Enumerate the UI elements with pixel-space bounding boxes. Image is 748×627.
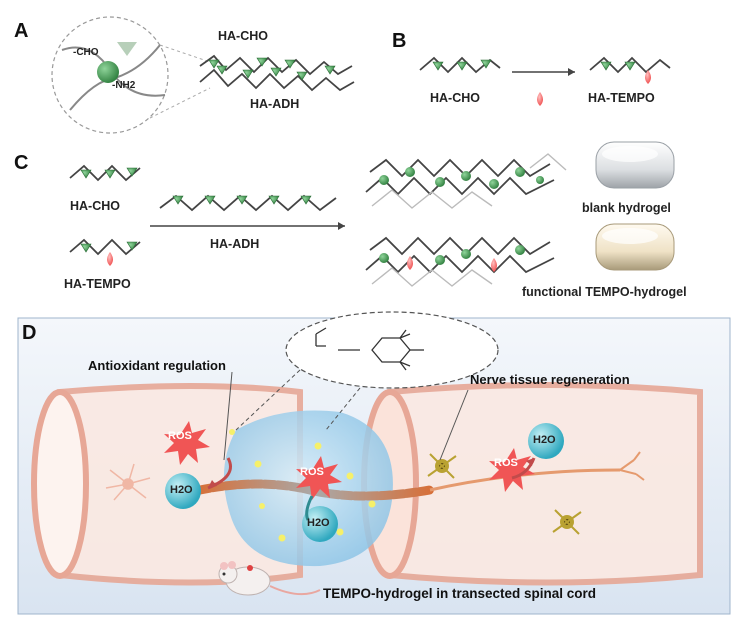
tempo-molecule xyxy=(315,327,424,371)
panel-label-b: B xyxy=(392,30,407,52)
neuron-right-2 xyxy=(552,509,582,535)
antioxidant-regulation-label: Antioxidant regulation xyxy=(88,358,226,373)
panel-label-d: D xyxy=(22,322,37,344)
ros-star-center xyxy=(296,456,342,500)
ros-star-right xyxy=(489,448,535,492)
ros-star-left xyxy=(164,421,210,465)
tempo-hydrogel-label: functional TEMPO-hydrogel xyxy=(522,285,687,299)
mouse-illustration xyxy=(218,561,321,596)
panel-label-c: C xyxy=(14,152,29,174)
schematic-abc: -CHO -NH2 HA-CHO HA-ADH HA-CHO HA-TEMPO … xyxy=(51,16,687,299)
tempo-structure-callout xyxy=(285,311,499,389)
h2o-label-center: H2O xyxy=(307,517,330,529)
panel-label-a: A xyxy=(14,20,29,42)
ros-label-center: ROS xyxy=(300,466,324,478)
ros-label-right: ROS xyxy=(494,457,518,469)
ros-label-left: ROS xyxy=(168,430,192,442)
neuron-left xyxy=(105,463,151,501)
ha-adh-label-a: HA-ADH xyxy=(250,97,299,111)
ha-cho-label-b: HA-CHO xyxy=(430,91,480,105)
cord-end-right xyxy=(361,389,419,579)
tempo-drop xyxy=(537,92,543,106)
zoom-circle xyxy=(51,16,169,134)
ha-cho-label-c: HA-CHO xyxy=(70,199,120,213)
ha-cho-label-a: HA-CHO xyxy=(218,29,268,43)
nerve-regeneration-label: Nerve tissue regeneration xyxy=(470,372,630,387)
ha-adh-label-c: HA-ADH xyxy=(210,237,259,251)
caption-tempo-hydrogel: TEMPO-hydrogel in transected spinal cord xyxy=(323,586,597,601)
hydrogel-blob xyxy=(223,410,393,567)
cord-end-left xyxy=(31,389,89,579)
aldehyde-label: -CHO xyxy=(73,47,99,58)
ha-tempo-label-c: HA-TEMPO xyxy=(64,277,131,291)
hydrazide-bead xyxy=(97,61,119,83)
aldehyde-bead xyxy=(117,42,137,56)
amine-label: -NH2 xyxy=(112,80,136,91)
neuron-right-1 xyxy=(427,453,457,479)
h2o-label-left: H2O xyxy=(170,484,193,496)
blank-hydrogel-label: blank hydrogel xyxy=(582,201,671,215)
ha-tempo-label-b: HA-TEMPO xyxy=(588,91,655,105)
h2o-label-right: H2O xyxy=(533,434,556,446)
